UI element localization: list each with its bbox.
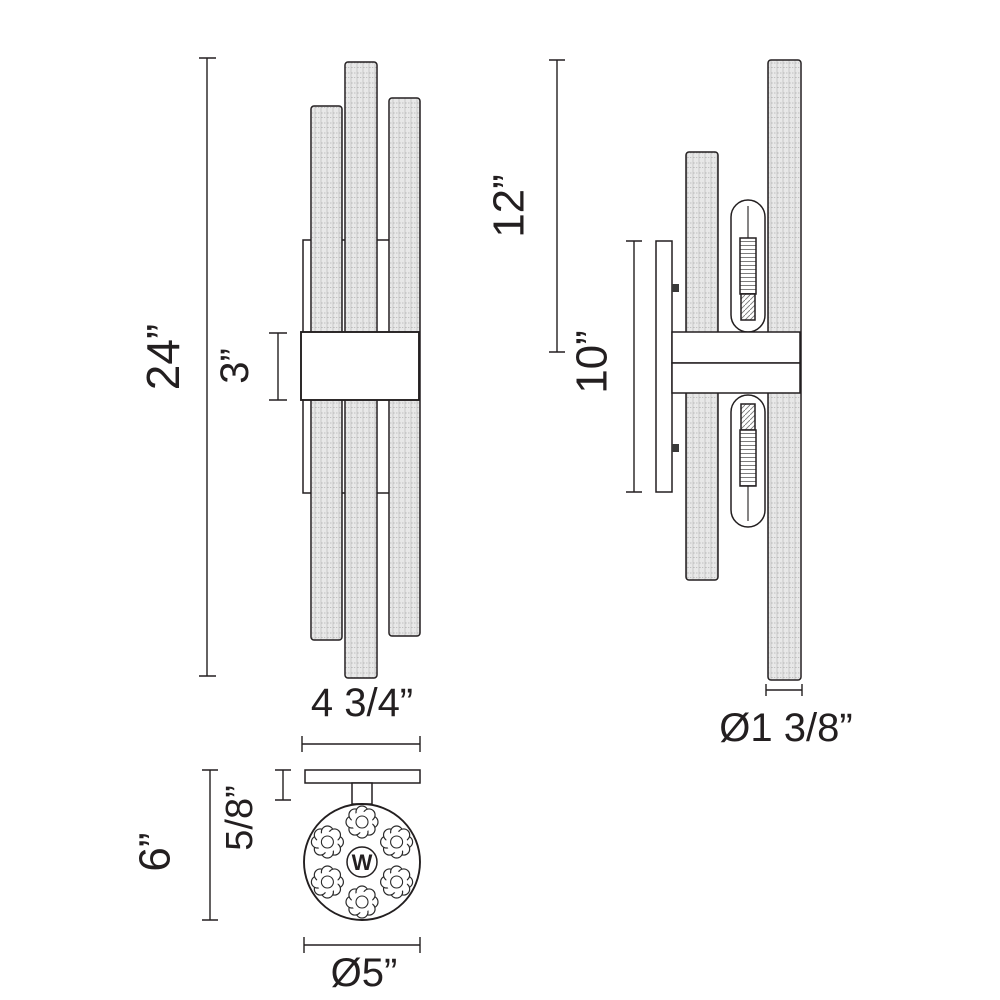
bottom-dimensions: 6” 5/8” Ø5” xyxy=(131,769,421,995)
canopy-socket-hole-3 xyxy=(380,865,414,899)
lower-bulb-filament xyxy=(739,429,757,487)
side-backplate xyxy=(655,240,673,493)
center-mark-circle xyxy=(346,846,378,878)
center-mark-letter: W xyxy=(352,850,373,875)
side-dimensions: 12” 10” Ø1 3/8” xyxy=(485,59,853,750)
side-mounting-screw-top xyxy=(672,284,679,292)
dim-line-canopy-thickness xyxy=(275,769,291,801)
side-view xyxy=(655,59,802,681)
dim-label-backplate-height: 10” xyxy=(568,330,617,394)
dim-line-overall-width xyxy=(301,736,421,752)
bottom-canopy-plate xyxy=(304,769,421,784)
dim-label-upper-section: 12” xyxy=(485,174,534,238)
side-upper-bulb xyxy=(730,199,766,333)
lower-bulb-socket xyxy=(740,403,756,431)
side-mounting-screw-bottom xyxy=(672,444,679,452)
front-center-band xyxy=(300,331,420,401)
side-lower-bulb xyxy=(730,394,766,528)
canopy-socket-hole-5 xyxy=(310,865,344,899)
dim-label-overall-depth: 6” xyxy=(131,832,180,871)
dim-label-canopy-thickness: 5/8” xyxy=(219,785,261,850)
upper-bulb-filament xyxy=(739,237,757,295)
side-center-band-upper xyxy=(671,331,801,364)
dim-label-overall-width: 4 3/4” xyxy=(311,681,413,725)
dim-line-band-height xyxy=(269,332,287,401)
canopy-socket-hole-1 xyxy=(345,805,379,839)
canopy-socket-hole-2 xyxy=(380,825,414,859)
dim-label-band-height: 3” xyxy=(213,348,257,384)
dim-label-tube-diameter: Ø1 3/8” xyxy=(719,706,852,750)
canopy-socket-hole-6 xyxy=(310,825,344,859)
bottom-view: W xyxy=(303,769,421,921)
dim-line-upper-section xyxy=(549,59,565,353)
bottom-canopy-neck xyxy=(351,782,373,805)
front-dimensions: 24” 3” 4 3/4” xyxy=(137,57,421,752)
dim-line-overall-depth xyxy=(202,769,218,921)
dim-line-tube-diameter xyxy=(765,684,803,696)
dim-line-overall-height xyxy=(199,57,216,677)
dim-line-canopy-diameter xyxy=(303,937,421,953)
side-center-band-lower xyxy=(671,362,801,394)
front-view xyxy=(300,61,421,679)
upper-bulb-socket xyxy=(740,293,756,321)
dim-line-backplate-height xyxy=(626,240,642,493)
dim-label-overall-height: 24” xyxy=(137,324,189,390)
canopy-socket-hole-4 xyxy=(345,885,379,919)
dim-label-canopy-diameter: Ø5” xyxy=(331,951,398,995)
